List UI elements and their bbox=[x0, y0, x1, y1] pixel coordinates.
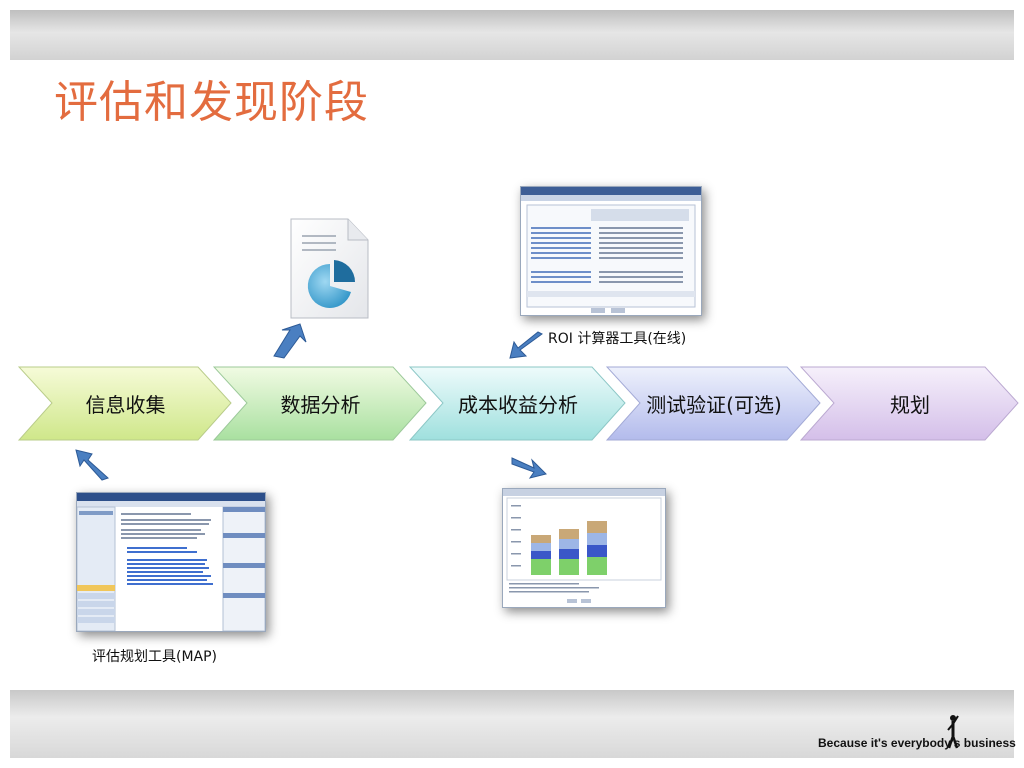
stage-data-analysis[interactable]: 数据分析 bbox=[213, 366, 428, 441]
roi-tool-caption: ROI 计算器工具(在线) bbox=[548, 331, 687, 347]
stage-label: 规划 bbox=[890, 393, 930, 417]
chevron-shape bbox=[18, 366, 232, 441]
map-tool-caption: 评估规划工具(MAP) bbox=[92, 649, 218, 665]
stage-label: 成本收益分析 bbox=[458, 393, 578, 417]
chevron-shape bbox=[409, 366, 626, 441]
roi-calculator-screenshot bbox=[520, 186, 702, 316]
stage-label: 数据分析 bbox=[280, 393, 361, 417]
stage-info-collection[interactable]: 信息收集 bbox=[18, 366, 233, 441]
person-figure-icon bbox=[947, 715, 959, 749]
bottom-banner bbox=[10, 690, 1014, 758]
stacked-bar-thumbnail bbox=[503, 489, 665, 603]
stage-planning[interactable]: 规划 bbox=[800, 366, 1020, 441]
stage-test-validation[interactable]: 测试验证(可选) bbox=[606, 366, 822, 441]
cost-chart-screenshot bbox=[502, 488, 666, 608]
map-tool-screenshot bbox=[76, 492, 266, 632]
chevron-shape bbox=[800, 366, 1019, 441]
spreadsheet-thumbnail bbox=[521, 187, 701, 313]
slide-title: 评估和发现阶段 bbox=[54, 77, 369, 128]
stage-cost-benefit[interactable]: 成本收益分析 bbox=[409, 366, 627, 441]
chevron-shape bbox=[606, 366, 821, 441]
report-document-icon bbox=[290, 218, 369, 319]
blue-arrow-icon bbox=[75, 449, 109, 481]
blue-arrow-icon bbox=[509, 331, 543, 359]
map-app-thumbnail bbox=[77, 493, 265, 631]
stage-label: 信息收集 bbox=[85, 393, 166, 417]
blue-arrow-icon bbox=[273, 323, 307, 359]
stage-label: 测试验证(可选) bbox=[646, 393, 782, 417]
chevron-shape bbox=[213, 366, 427, 441]
footer-tagline: Because it's everybody's business bbox=[818, 736, 1016, 750]
process-flow: 信息收集 数据分析 成本收益分析 测试验证(可选) 规划 bbox=[0, 366, 1024, 441]
blue-arrow-icon bbox=[511, 457, 547, 479]
top-banner bbox=[10, 10, 1014, 60]
